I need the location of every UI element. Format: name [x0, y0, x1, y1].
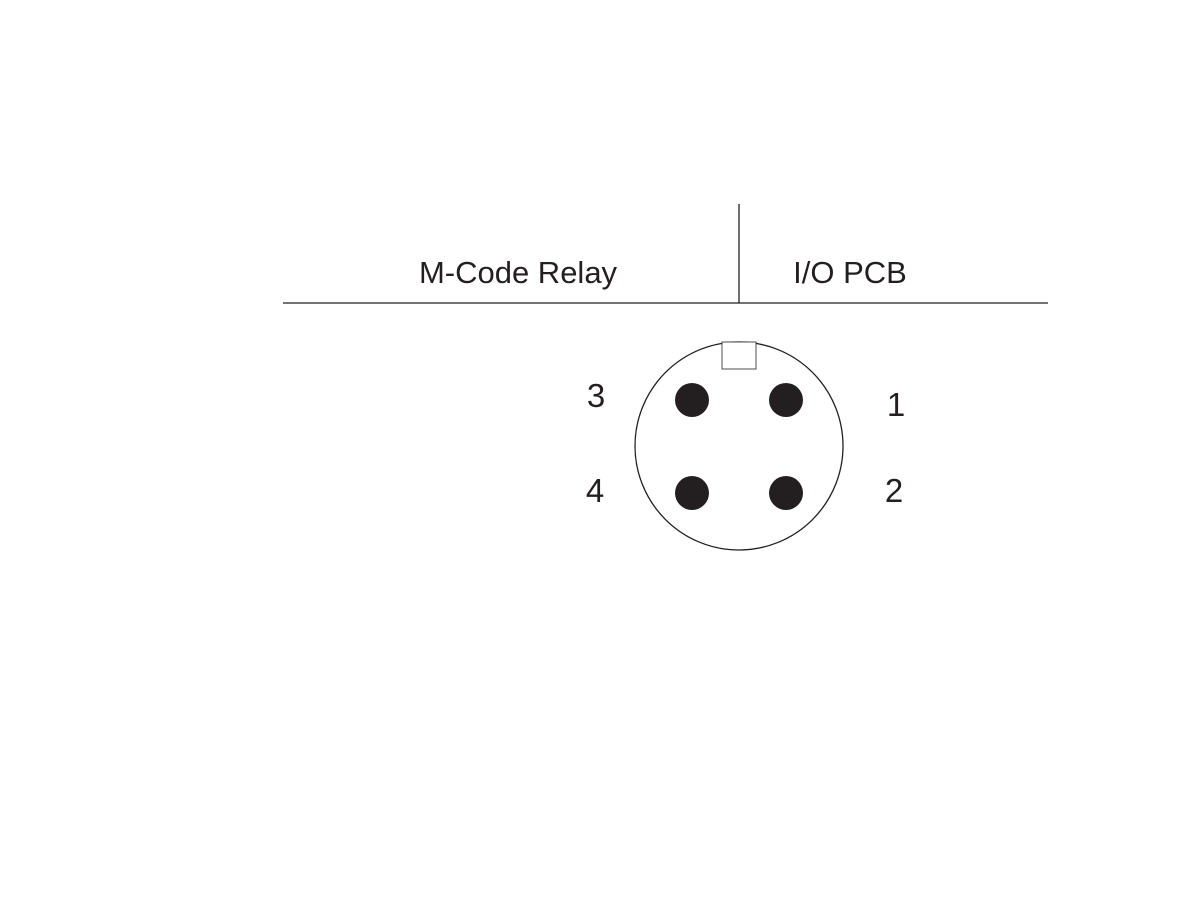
pin-label-3: 3: [587, 377, 605, 414]
pin-3-contact: [675, 383, 709, 417]
pin-4-contact: [675, 476, 709, 510]
pin-2-contact: [769, 476, 803, 510]
connector-outline: [634, 341, 844, 551]
pin-label-4: 4: [586, 472, 604, 509]
header-right-label: I/O PCB: [793, 255, 907, 290]
header-left-label: M-Code Relay: [419, 255, 618, 290]
connector-key-notch: [721, 341, 757, 370]
pin-label-1: 1: [887, 386, 905, 423]
pin-label-2: 2: [885, 472, 903, 509]
pin-1-contact: [769, 383, 803, 417]
